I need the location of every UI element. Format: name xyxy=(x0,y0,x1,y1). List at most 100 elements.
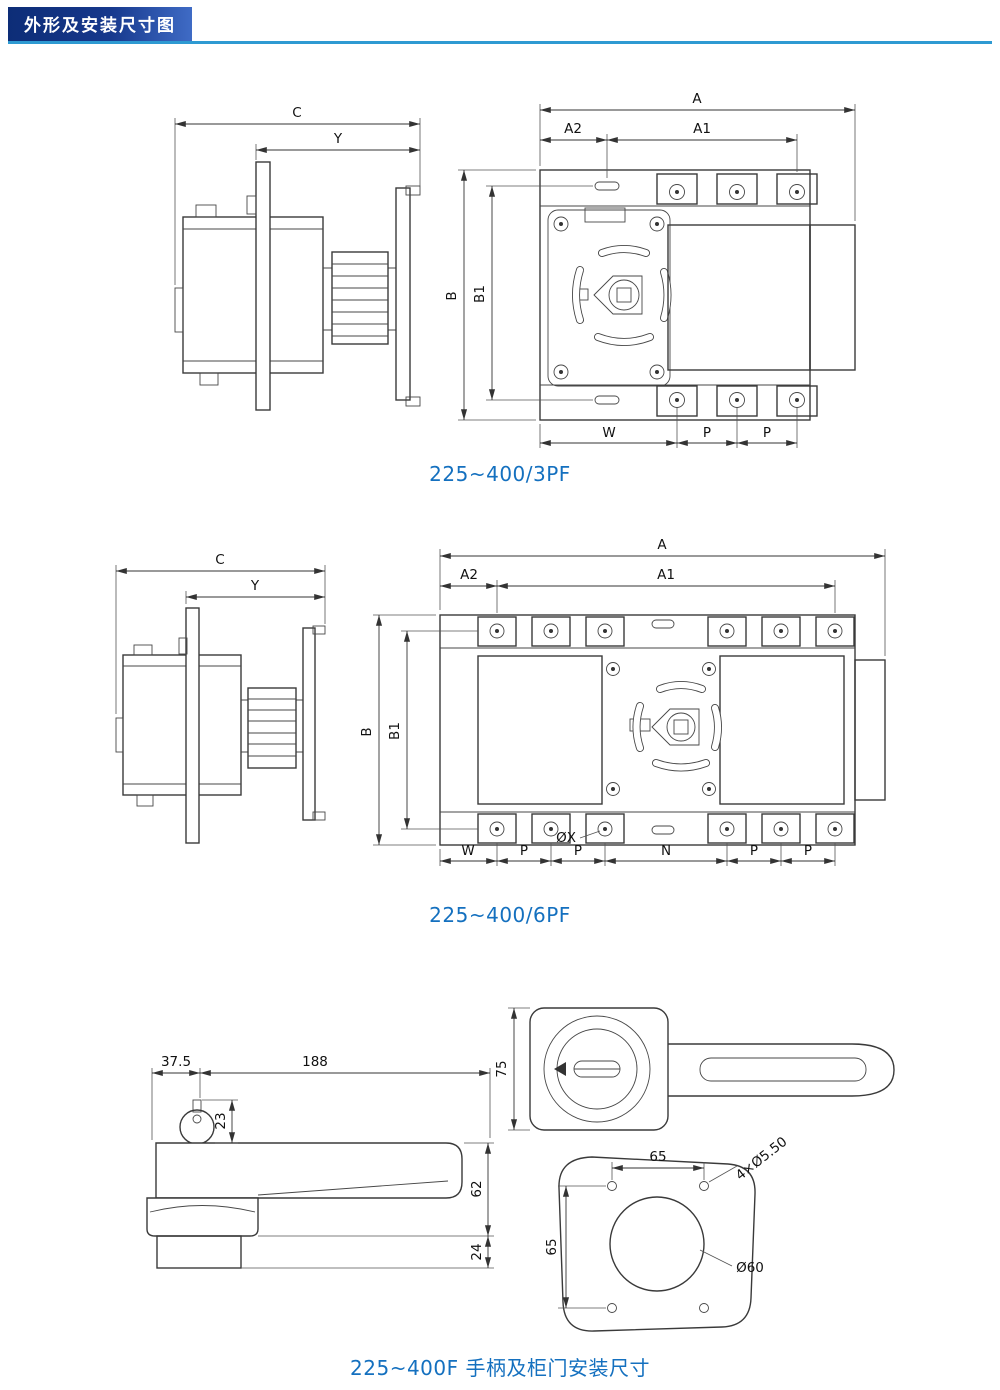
bolt-hole xyxy=(789,184,805,200)
dim-label-b: B xyxy=(444,291,460,300)
connector-lines xyxy=(323,267,396,331)
handle-arm xyxy=(668,1043,895,1097)
dim-label-hole-diameter: ØX xyxy=(556,830,576,846)
mounting-tab xyxy=(656,173,698,205)
bottom-foot xyxy=(136,794,154,807)
bolt-hole xyxy=(789,392,805,408)
handle-sub-base xyxy=(156,1235,242,1269)
drive-shaft xyxy=(608,279,640,311)
lever-taper-line xyxy=(257,1180,449,1196)
mount-hole xyxy=(699,1303,709,1313)
dim-label-n: N xyxy=(661,843,671,859)
top-slot xyxy=(651,619,675,629)
bolt-hole xyxy=(489,821,505,837)
figure-caption-6pf: 225~400/6PF xyxy=(429,903,571,927)
plate-detail xyxy=(178,637,188,655)
dim-label-c: C xyxy=(292,105,301,121)
fig2-front-dimensions: A A2 A1 B B1 xyxy=(359,537,886,866)
shaft-square xyxy=(616,287,632,303)
right-cover-plate xyxy=(719,655,845,805)
bolt-hole xyxy=(543,821,559,837)
switch-body-outline xyxy=(439,614,856,846)
nameplate xyxy=(584,207,626,223)
left-cover-plate xyxy=(477,655,603,805)
dim-label-base-height: 24 xyxy=(469,1243,485,1260)
panel-bolts xyxy=(553,216,665,380)
fig1-side-dimensions: C Y xyxy=(174,105,421,285)
base-dome-line xyxy=(149,1205,256,1213)
handle-face-plate xyxy=(529,1007,669,1131)
dim-label-lever-height: 62 xyxy=(469,1180,485,1197)
body-strip-lines xyxy=(440,647,855,813)
connector-lines xyxy=(241,699,303,753)
fig3-door-cutout-view: 65 65 4×Ø5.50 Ø60 xyxy=(544,1134,791,1332)
bottom-foot xyxy=(199,372,219,386)
bolt-hole xyxy=(827,821,843,837)
bolt-hole xyxy=(729,184,745,200)
fig3-face-dimensions: 75 xyxy=(494,1007,530,1131)
dim-label-p1: P xyxy=(520,843,528,859)
bolt-hole xyxy=(489,623,505,639)
dim-label-bore: Ø60 xyxy=(736,1260,764,1276)
body-detail-lines xyxy=(123,665,241,785)
page-header: 外形及安装尺寸图 xyxy=(8,7,992,44)
figure-caption-3pf: 225~400/3PF xyxy=(429,462,571,486)
bolt-hole xyxy=(597,623,613,639)
switch-body-outline xyxy=(539,169,811,421)
terminal-lug xyxy=(174,287,184,333)
figure-caption-handle: 225~400F 手柄及柜门安装尺寸 xyxy=(350,1356,650,1380)
dim-label-p2: P xyxy=(574,843,582,859)
fig3-handle-side-view: 37.5 188 23 62 24 xyxy=(146,1054,494,1269)
body-strip-lines xyxy=(540,205,810,386)
bolt-hole xyxy=(669,392,685,408)
mounting-tab xyxy=(531,616,571,647)
dim-label-a2: A2 xyxy=(564,121,582,137)
fig2-side-view: C Y xyxy=(115,552,326,844)
mounting-plate xyxy=(185,607,200,844)
dim-label-b: B xyxy=(359,727,375,736)
mounting-plate xyxy=(255,161,271,411)
fig1-front-dimensions: A A2 A1 B B1 xyxy=(444,91,856,448)
bolt-hole xyxy=(827,623,843,639)
bolt-hole xyxy=(719,821,735,837)
switch-body-outline xyxy=(182,216,324,374)
dim-label-b1: B1 xyxy=(472,285,488,303)
fig1-top-terminal-tabs xyxy=(656,173,818,205)
dim-label-p3: P xyxy=(750,843,758,859)
bore-circle xyxy=(609,1196,705,1292)
rear-plate-top-tab xyxy=(405,185,421,196)
dim-label-p2: P xyxy=(763,425,771,441)
stack-lines xyxy=(332,263,388,337)
bolt-hole xyxy=(543,623,559,639)
mechanism-slots xyxy=(632,681,722,772)
dim-label-offset: 37.5 xyxy=(161,1054,191,1070)
dim-label-face-width: 75 xyxy=(494,1060,510,1077)
dim-label-mount-holes: 4×Ø5.50 xyxy=(733,1134,791,1184)
terminal-extension xyxy=(809,224,856,371)
mounting-tab xyxy=(761,616,801,647)
mounting-tab xyxy=(716,173,758,205)
page-title-bar: 外形及安装尺寸图 xyxy=(8,7,192,41)
shaft-square xyxy=(673,719,689,735)
dim-label-c: C xyxy=(215,552,224,568)
dim-label-hole-spacing-v: 65 xyxy=(544,1238,560,1255)
fig2-top-terminal-tabs xyxy=(477,616,855,647)
dim-label-a1: A1 xyxy=(693,121,711,137)
knob-hole xyxy=(192,1114,202,1124)
dim-label-w: W xyxy=(602,425,615,441)
bolt-hole xyxy=(597,821,613,837)
rear-plate-top-tab xyxy=(312,625,326,635)
panel-bolts xyxy=(606,662,716,796)
header-rule xyxy=(8,41,992,44)
bolt-hole xyxy=(773,623,789,639)
dim-label-a: A xyxy=(692,91,702,107)
dim-label-a1: A1 xyxy=(657,567,675,583)
rear-plate-bottom-tab xyxy=(405,396,421,407)
arc-chute-stack xyxy=(247,687,297,769)
handle-arm-slot xyxy=(699,1057,867,1082)
top-boss xyxy=(133,644,153,656)
dim-label-knob-height: 23 xyxy=(213,1112,229,1129)
bottom-slot xyxy=(651,825,675,835)
dim-label-length: 188 xyxy=(302,1054,328,1070)
